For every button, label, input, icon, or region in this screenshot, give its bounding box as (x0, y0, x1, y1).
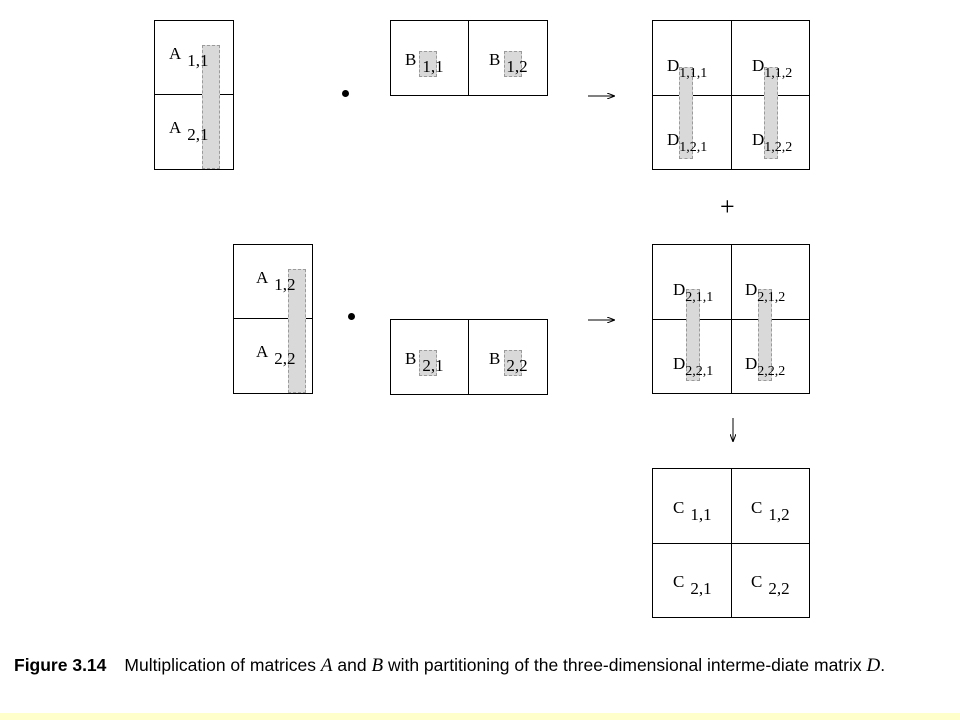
label-d122: D1,2,2 (752, 130, 793, 155)
cell-a11 (155, 21, 233, 95)
caption-text-1: Multiplication of matrices (124, 655, 317, 675)
label-d112: D1,1,2 (752, 56, 793, 81)
caption-var-b: B (371, 655, 384, 676)
label-d111: D1,1,1 (667, 56, 708, 81)
highlight-d2-col-2 (758, 289, 772, 381)
cell-b11 (391, 21, 469, 95)
highlight-a-col-1 (202, 45, 220, 169)
highlight-b22 (504, 350, 522, 376)
highlight-b11 (419, 51, 437, 77)
highlight-a-col-2 (288, 269, 306, 393)
cell-d11-divider-h (653, 95, 809, 96)
highlight-d1-col-2 (764, 67, 778, 159)
caption-var-d: D (866, 655, 881, 676)
cell-a12 (234, 245, 312, 319)
matrix-d-slice-1: D1,1,1 D1,1,2 D1,2,1 D1,2,2 (652, 20, 810, 170)
caption-text-3: with partitioning of the three-dimension… (387, 655, 862, 675)
figure-label: Figure 3.14 (14, 655, 107, 675)
cell-c-divider-h (653, 543, 809, 544)
highlight-b12 (504, 51, 522, 77)
highlight-d2-col-1 (686, 289, 700, 381)
cell-b21 (391, 320, 469, 394)
label-d221: D2,2,1 (673, 354, 714, 379)
caption-text-4: . (880, 655, 886, 675)
label-d121: D1,2,1 (667, 130, 708, 155)
highlight-d1-col-1 (679, 67, 693, 159)
caption-var-a: A (320, 655, 333, 676)
plus-operator: + (720, 192, 735, 221)
label-d211: D2,1,1 (673, 280, 714, 305)
arrows-layer (588, 0, 960, 640)
cell-d2-divider-h (653, 319, 809, 320)
label-d212: D2,1,2 (745, 280, 786, 305)
caption-text-2: and (337, 655, 367, 675)
multiply-dot-2 (348, 313, 355, 320)
label-d222: D2,2,2 (745, 354, 786, 379)
multiply-dot-1 (342, 90, 349, 97)
highlight-b21 (419, 350, 437, 376)
bottom-band (0, 713, 960, 720)
matrix-d-slice-2: D2,1,1 D2,1,2 D2,2,1 D2,2,2 (652, 244, 810, 394)
